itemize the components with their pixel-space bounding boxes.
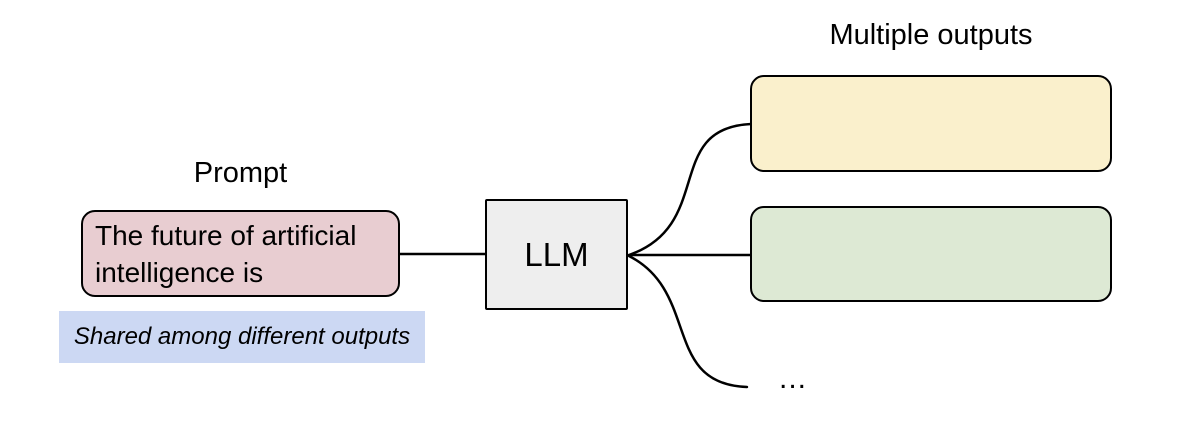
outputs-title: Multiple outputs xyxy=(829,19,1033,51)
prompt-title: Prompt xyxy=(193,157,288,189)
output-box-2 xyxy=(750,206,1112,302)
output-box-1 xyxy=(750,75,1112,172)
more-outputs-ellipsis: ... xyxy=(779,362,808,395)
prompt-box: The future of artificial intelligence is xyxy=(81,210,400,297)
llm-to-more-connector xyxy=(627,254,749,389)
llm-box: LLM xyxy=(485,199,628,310)
prompt-box-text: The future of artificial intelligence is xyxy=(95,220,357,288)
llm-to-output1-connector xyxy=(627,122,753,257)
shared-note: Shared among different outputs xyxy=(59,311,425,363)
llm-label: LLM xyxy=(524,235,589,273)
